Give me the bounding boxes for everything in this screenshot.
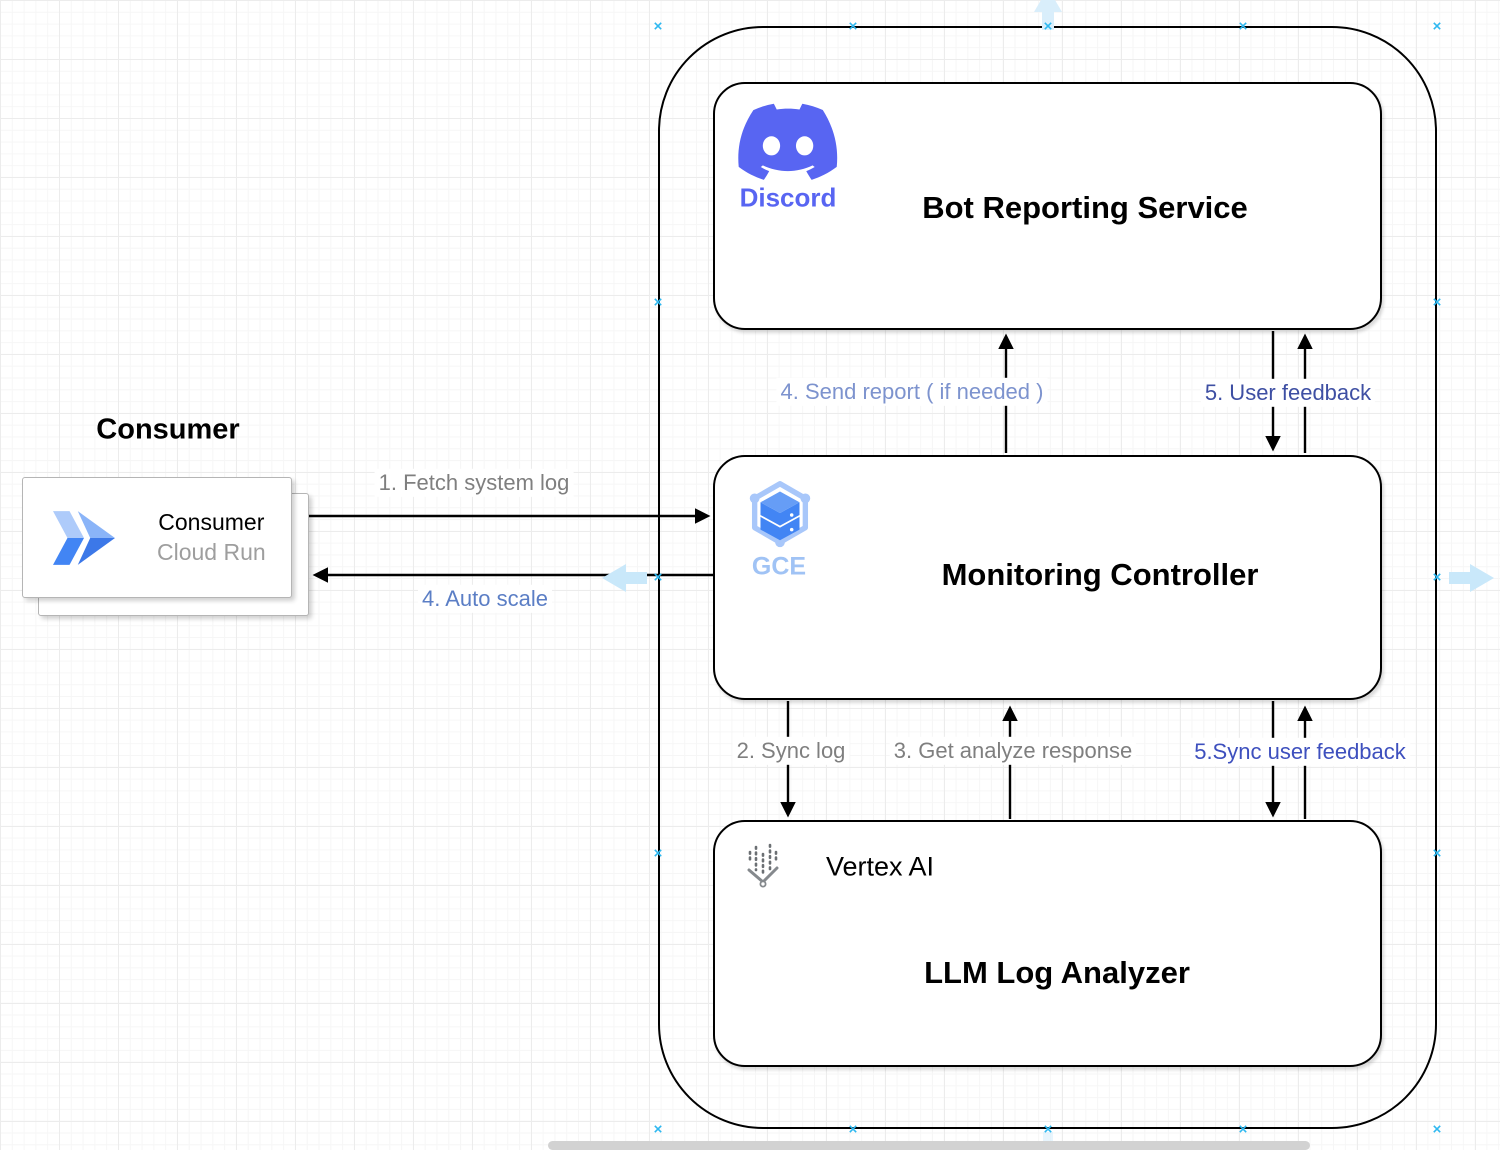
vertex-ai-icon xyxy=(747,843,779,888)
edge-label-sync-user-feedback[interactable]: 5.Sync user feedback xyxy=(1190,737,1410,767)
consumer-heading: Consumer xyxy=(96,413,240,446)
vertex-ai-icon-label: Vertex AI xyxy=(825,851,935,882)
horizontal-scrollbar-thumb[interactable] xyxy=(548,1141,1310,1150)
hint-arrow-left xyxy=(602,564,647,592)
gce-icon xyxy=(749,481,811,548)
edge-label-sync-log[interactable]: 2. Sync log xyxy=(732,736,850,766)
cloud-run-icon xyxy=(53,510,115,565)
edge-label-auto-scale[interactable]: 4. Auto scale xyxy=(418,584,552,614)
discord-icon-label: Discord xyxy=(739,182,837,213)
bot-reporting-title: Bot Reporting Service xyxy=(922,190,1248,225)
consumer-node-platform: Cloud Run xyxy=(157,538,266,565)
discord-icon xyxy=(738,103,838,180)
direction-hint-arrows xyxy=(602,0,1494,1150)
edge-label-get-analyze-response[interactable]: 3. Get analyze response xyxy=(889,736,1137,766)
consumer-node[interactable]: Consumer Cloud Run xyxy=(22,477,292,598)
gce-icon-label: GCE xyxy=(751,552,807,581)
llm-log-analyzer-title: LLM Log Analyzer xyxy=(924,955,1190,990)
edge-label-fetch-system-log[interactable]: 1. Fetch system log xyxy=(374,468,574,498)
edge-label-send-report[interactable]: 4. Send report ( if needed ) xyxy=(776,377,1048,407)
hint-arrow-up xyxy=(1034,0,1062,30)
edge-label-user-feedback[interactable]: 5. User feedback xyxy=(1200,378,1376,408)
llm-log-analyzer-box[interactable] xyxy=(713,820,1382,1067)
monitoring-controller-box[interactable] xyxy=(713,455,1382,700)
monitoring-controller-title: Monitoring Controller xyxy=(941,557,1259,592)
hint-arrow-right xyxy=(1449,564,1494,592)
consumer-node-name: Consumer xyxy=(158,508,265,535)
connection-anchor-marks xyxy=(654,22,1441,1133)
